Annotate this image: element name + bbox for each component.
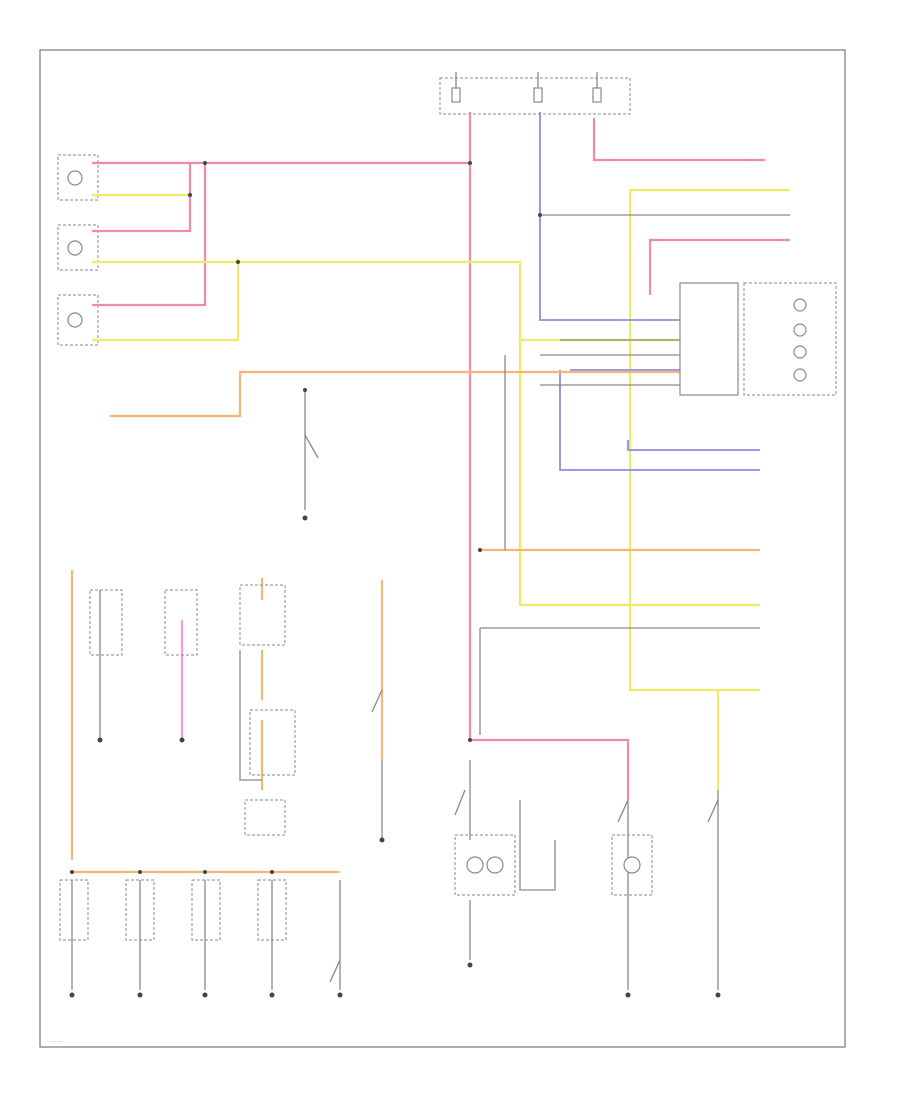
ground-symbols [69,515,721,998]
splice-nodes [70,161,542,874]
lamp-group-left [57,154,99,346]
lamp-group-lower-middle [454,834,653,896]
footer-code: ........ [50,1038,63,1044]
switch-group-lower-left [59,584,296,941]
switch-contacts [304,434,719,983]
diagram-border [39,49,846,1048]
instrument-cluster-module [679,282,837,396]
fuse-block [439,72,631,115]
